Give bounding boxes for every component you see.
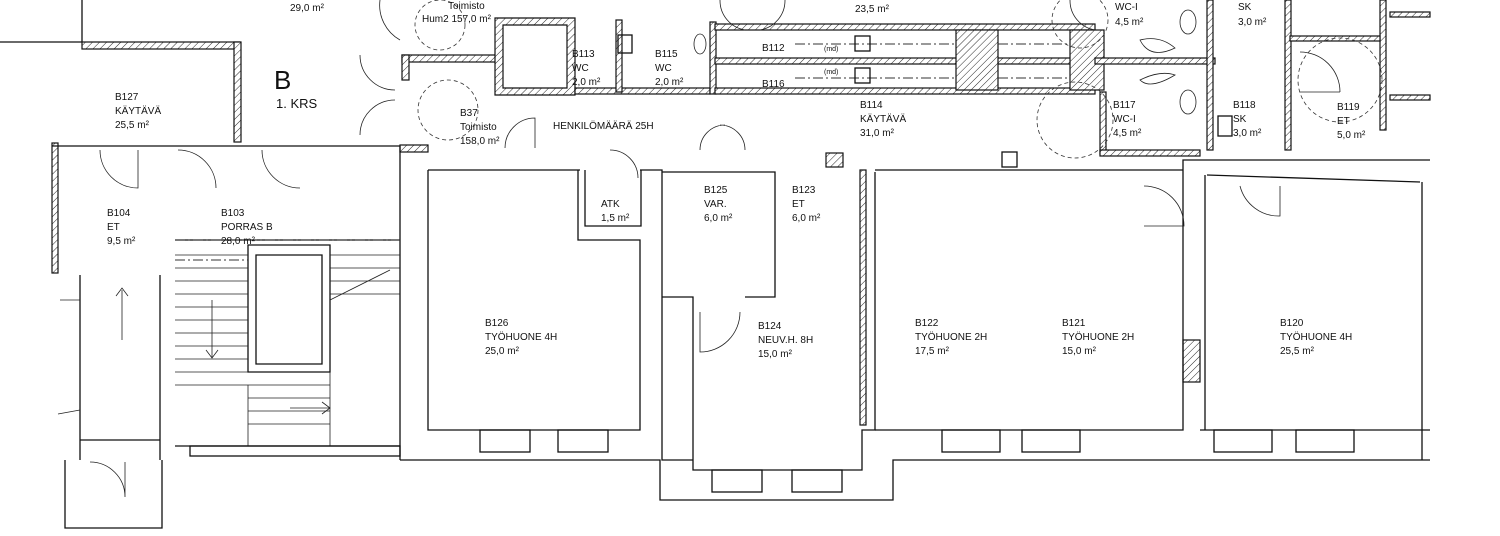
- room-id: B119: [1337, 102, 1360, 113]
- room-id: B126: [485, 318, 509, 329]
- room-name: NEUV.H. 8H: [758, 335, 813, 346]
- room-id: B117: [1113, 100, 1136, 111]
- room-name: ET: [1337, 116, 1350, 127]
- fixture-tag: (md): [824, 46, 838, 53]
- fixtures: (md) (md): [617, 9, 1233, 168]
- doors: [89, 0, 1383, 498]
- floor-label: 1. KRS: [276, 96, 318, 111]
- room-area: 3,0 m²: [1233, 128, 1262, 139]
- room-name: SK: [1238, 2, 1252, 13]
- room-area: 6,0 m²: [792, 213, 821, 224]
- room-area: 1,5 m²: [601, 213, 630, 224]
- outlines: [0, 0, 1430, 529]
- stair-treads: [115, 239, 400, 446]
- room-id: B114: [860, 100, 883, 111]
- room-name: WC: [572, 63, 589, 74]
- room-area: 4,5 m²: [1113, 128, 1142, 139]
- room-area: 158,0 m²: [460, 136, 500, 147]
- room-name: WC-I: [1113, 114, 1136, 125]
- room-id: B113: [572, 49, 595, 60]
- room-name: TYÖHUONE 2H: [1062, 331, 1134, 343]
- occupancy-note: HENKILÖMÄÄRÄ 25H: [553, 120, 654, 132]
- room-name: PORRAS B: [221, 222, 273, 233]
- room-name: VAR.: [704, 199, 727, 210]
- room-area: Hum2 157,0 m²: [422, 14, 492, 25]
- room-area: 15,0 m²: [758, 349, 793, 360]
- room-name: TYÖHUONE 4H: [485, 331, 557, 343]
- area-label: 29,0 m²: [290, 3, 325, 14]
- room-id: B37: [460, 108, 478, 119]
- partial-top-labels: 29,0 m² Toimisto Hum2 157,0 m² 23,5 m² W…: [290, 1, 1267, 28]
- room-name: WC: [655, 63, 672, 74]
- room-name: KÄYTÄVÄ: [115, 105, 161, 117]
- room-name: ET: [107, 222, 120, 233]
- room-name: SK: [1233, 114, 1247, 125]
- room-name: ET: [792, 199, 805, 210]
- room-id: B125: [704, 185, 728, 196]
- room-area: 6,0 m²: [704, 213, 733, 224]
- room-id: B122: [915, 318, 939, 329]
- room-id: B115: [655, 49, 678, 60]
- room-id: B118: [1233, 100, 1256, 111]
- room-area: 5,0 m²: [1337, 130, 1366, 141]
- room-id: B112: [762, 43, 785, 54]
- room-id: B116: [762, 79, 785, 90]
- room-area: 17,5 m²: [915, 346, 950, 357]
- room-area: 2,0 m²: [572, 77, 601, 88]
- room-area: 9,5 m²: [107, 236, 136, 247]
- room-area: 15,0 m²: [1062, 346, 1097, 357]
- room-name: ATK: [601, 199, 620, 210]
- building-label: B: [274, 65, 291, 95]
- room-area: 25,5 m²: [1280, 346, 1315, 357]
- room-name: KÄYTÄVÄ: [860, 113, 906, 125]
- room-name: TYÖHUONE 4H: [1280, 331, 1352, 343]
- room-area: 2,0 m²: [655, 77, 684, 88]
- walls: [51, 0, 1431, 426]
- room-name: TYÖHUONE 2H: [915, 331, 987, 343]
- fixture-tag: (md): [824, 69, 838, 76]
- room-area: 3,0 m²: [1238, 17, 1267, 28]
- room-id: B104: [107, 208, 131, 219]
- room-id: B124: [758, 321, 782, 332]
- room-id: B127: [115, 92, 139, 103]
- room-area: 25,5 m²: [115, 120, 150, 131]
- room-area: 28,0 m²: [221, 236, 256, 247]
- room-area: 4,5 m²: [1115, 17, 1144, 28]
- room-id: B103: [221, 208, 245, 219]
- windows: [189, 429, 1355, 493]
- room-area: 25,0 m²: [485, 346, 520, 357]
- room-id: B120: [1280, 318, 1304, 329]
- room-area: 31,0 m²: [860, 128, 895, 139]
- room-name: Toimisto: [448, 1, 485, 12]
- room-name: WC-I: [1115, 2, 1138, 13]
- room-id: B123: [792, 185, 816, 196]
- room-id: B121: [1062, 318, 1086, 329]
- room-area: 23,5 m²: [855, 4, 890, 15]
- room-name: Toimisto: [460, 122, 497, 133]
